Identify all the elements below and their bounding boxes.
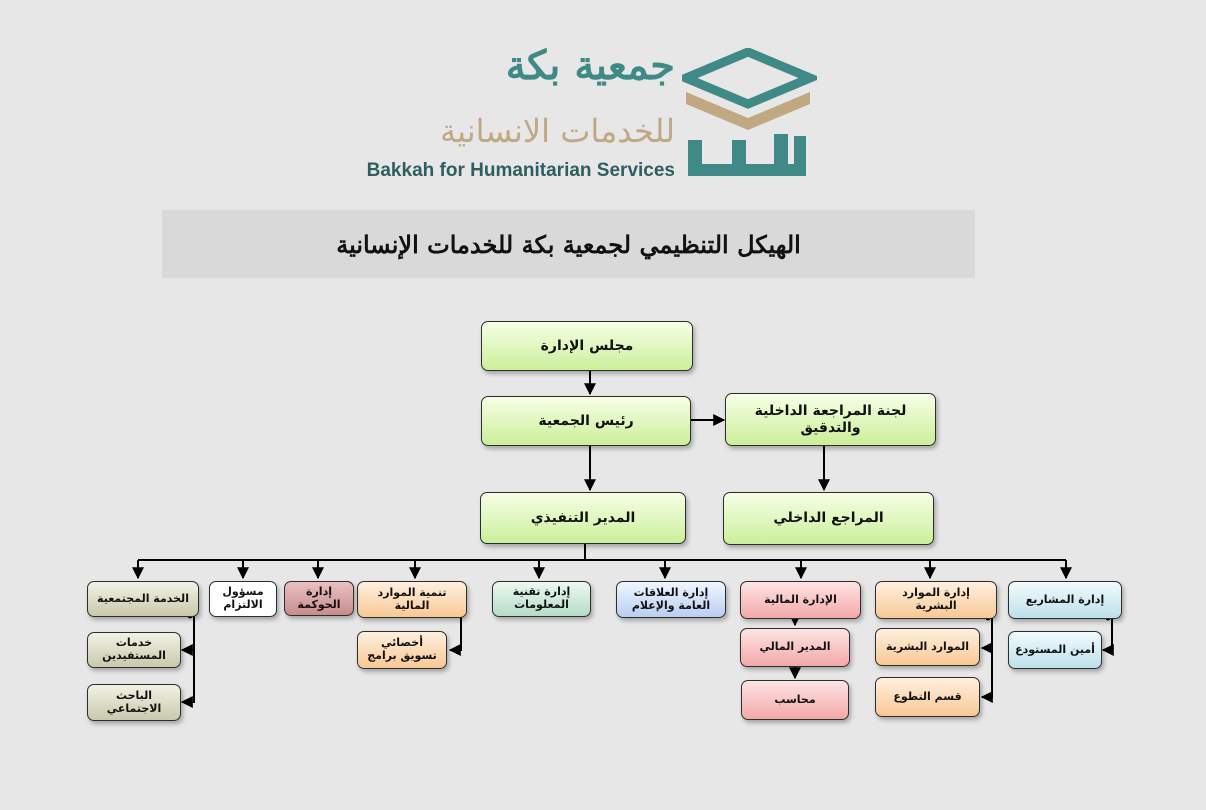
social-researcher-box: الباحث الاجتماعي [87,684,181,721]
finance-box: الإدارة المالية [740,581,861,619]
accountant-box: محاسب [741,680,849,720]
hr-box: إدارة الموارد البشرية [875,581,997,619]
logo-arabic-name: جمعية بكة [505,42,675,89]
it-box: إدارة تقنية المعلومات [492,581,591,617]
logo-arabic-subtitle: للخدمات الانسانية [439,112,675,150]
audit-committee-box: لجنة المراجعة الداخلية والتدقيق [725,393,936,446]
fin-resources-box: تنمية الموارد المالية [357,581,467,618]
logo-english-name: Bakkah for Humanitarian Services [366,160,675,181]
beneficiary-services-box: خدمات المستفيدين [87,632,181,668]
page-title: الهيكل التنظيمي لجمعية بكة للخدمات الإنس… [336,229,801,259]
president-box: رئيس الجمعية [481,396,691,446]
warehouse-keeper-box: أمين المستودع [1008,631,1102,669]
compliance-box: مسؤول الالتزام [209,581,277,617]
pr-media-box: إدارة العلاقات العامة والإعلام [616,581,726,618]
community-box: الخدمة المجتمعية [87,581,199,617]
finance-manager-box: المدير المالي [740,628,850,667]
program-marketing-box: أخصائي تسويق برامج [357,631,447,669]
hr-unit-box: الموارد البشرية [875,628,980,666]
projects-box: إدارة المشاريع [1008,581,1122,619]
title-band [162,210,975,278]
executive-director-box: المدير التنفيذي [480,492,686,544]
governance-box: إدارة الحوكمة [284,581,354,616]
volunteering-box: قسم التطوع [875,677,980,717]
internal-auditor-box: المراجع الداخلي [723,492,934,545]
logo-mark-icon [682,48,817,176]
board-box: مجلس الإدارة [481,321,693,371]
